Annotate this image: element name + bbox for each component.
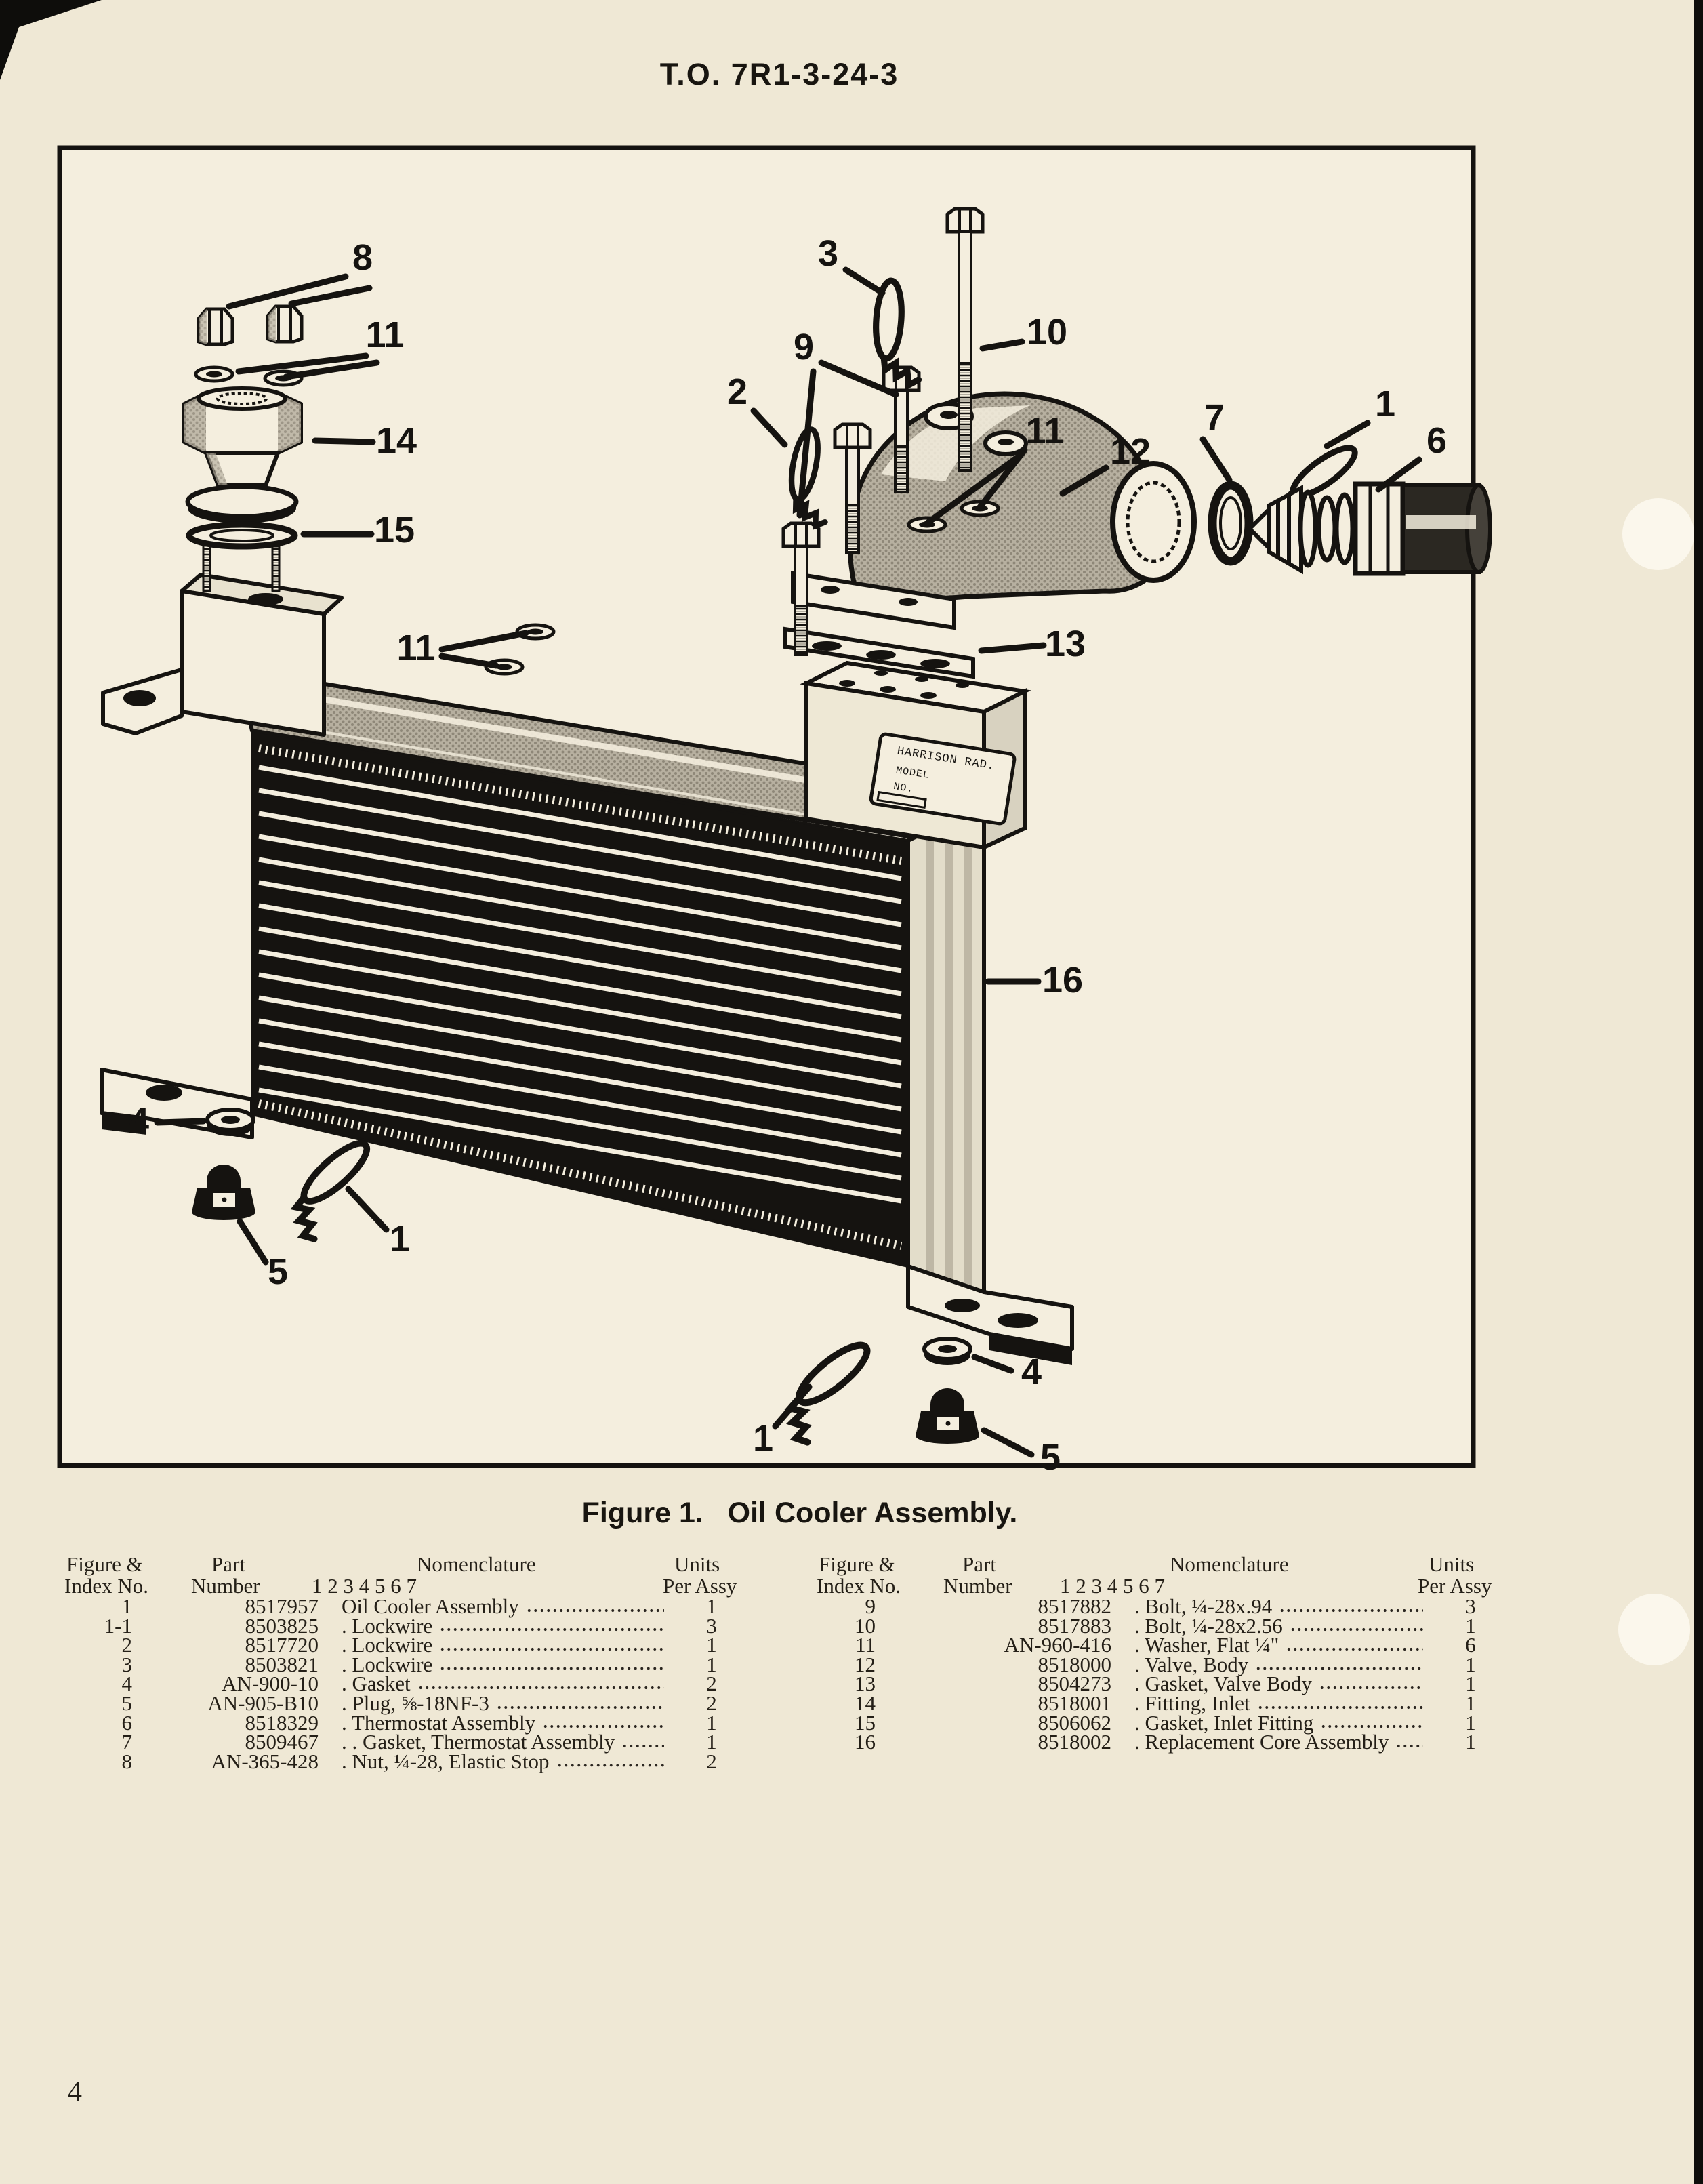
callout-leader	[312, 437, 376, 445]
callout-number: 16	[1042, 960, 1083, 1000]
callout-leader	[750, 407, 788, 448]
callout-leader	[1324, 420, 1371, 449]
thermostat-assembly-6	[1246, 481, 1492, 576]
callout-number: 12	[1110, 431, 1151, 472]
callout-number: 2	[727, 371, 747, 412]
callout-leader	[842, 266, 886, 296]
bolt	[781, 521, 821, 656]
callout-number: 5	[1040, 1437, 1061, 1478]
callout-leader	[237, 1218, 269, 1266]
mounting-stud	[202, 541, 211, 592]
callout-number: 3	[818, 233, 838, 274]
callout-leader	[978, 642, 1047, 654]
callout-leader	[818, 359, 899, 398]
core-fin-row	[258, 1099, 903, 1250]
callout-number: 14	[376, 420, 417, 461]
core-top-tank: HARRISON RAD. MODEL NO.	[800, 660, 1031, 851]
flat-washer-11	[196, 367, 232, 381]
callout-leader	[154, 1118, 207, 1126]
callout-leader	[772, 1383, 813, 1430]
callout-number: 13	[1045, 624, 1086, 664]
elastic-stop-nut-8	[268, 306, 302, 342]
callout-number: 7	[1204, 397, 1225, 438]
callout-leader	[438, 630, 529, 653]
inlet-fitting-14	[182, 386, 303, 523]
elastic-stop-nut-8	[199, 309, 232, 344]
callout-number: 11	[1025, 411, 1064, 451]
callout-number: 4	[1021, 1352, 1042, 1392]
mounting-stud	[271, 545, 281, 592]
callout-leader	[981, 1427, 1035, 1458]
callout-leader	[971, 1354, 1014, 1374]
page-corner-fold	[0, 0, 102, 80]
callout-number: 1	[753, 1418, 773, 1459]
callout-leader	[979, 338, 1025, 352]
gasket-4	[924, 1339, 970, 1365]
callout-number: 9	[794, 327, 814, 367]
callout-leader	[345, 1186, 390, 1233]
callout-number: 11	[396, 628, 435, 668]
valve-body-gasket-13	[783, 626, 975, 679]
callout-number: 6	[1427, 420, 1447, 461]
callout-leader	[283, 359, 380, 380]
callout-number: 1	[1375, 384, 1395, 424]
callout-leader	[1375, 456, 1422, 493]
callout-number: 10	[1027, 312, 1067, 352]
inlet-fitting-gasket-15	[186, 521, 298, 550]
callout-leader	[796, 368, 817, 519]
data-plate-line3: NO.	[892, 781, 914, 795]
bolt	[833, 422, 872, 554]
valve-body-12	[791, 391, 1197, 630]
callout-number: 4	[129, 1101, 149, 1141]
mounting-foot-right	[906, 1264, 1074, 1365]
callout-number: 15	[374, 510, 415, 550]
bolt	[945, 207, 985, 472]
callout-leader	[924, 452, 1023, 527]
binder-hole	[1622, 498, 1694, 570]
callout-number: 5	[268, 1251, 288, 1292]
callout-number: 1	[390, 1219, 410, 1259]
callout-leader	[1199, 436, 1233, 483]
data-plate: HARRISON RAD. MODEL NO.	[869, 732, 1017, 826]
page-edge-shadow	[1694, 0, 1703, 2184]
callout-leader	[1059, 464, 1109, 497]
callout-number: 8	[352, 237, 373, 278]
callout-leader	[438, 653, 499, 669]
callout-leader	[288, 285, 373, 307]
callout-leader	[226, 273, 349, 310]
callout-number: 11	[365, 315, 404, 355]
core-tube-lines	[258, 765, 902, 1204]
thermostat-gasket-7	[1208, 481, 1254, 566]
callout-leader	[235, 352, 369, 375]
gasket-4	[207, 1110, 253, 1136]
binder-hole	[1618, 1594, 1690, 1665]
core-fin-row	[258, 744, 903, 865]
oil-cooler-core-16	[100, 541, 1074, 1365]
